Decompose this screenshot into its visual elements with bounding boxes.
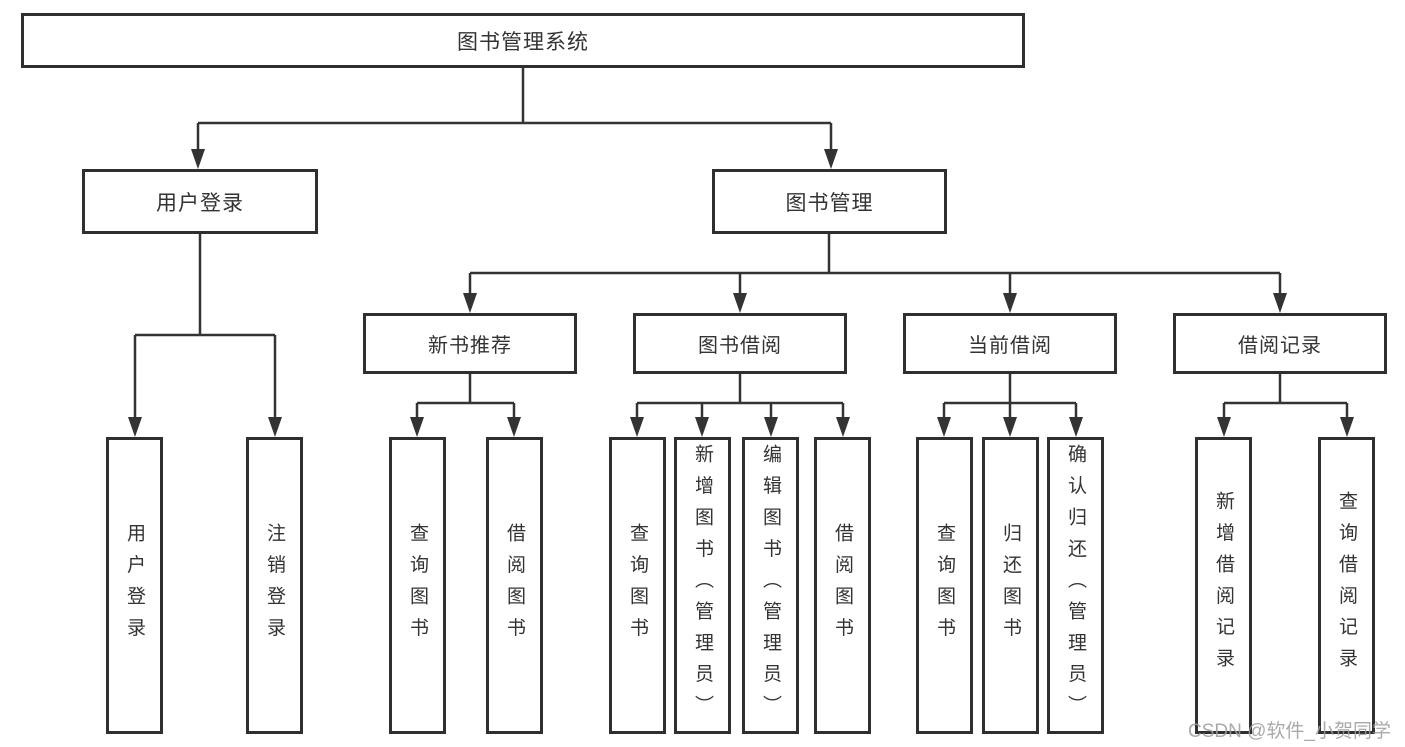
leaf-query-books-borrowing: 查询图书 bbox=[609, 437, 666, 734]
node-borrow-records-label: 借阅记录 bbox=[1238, 335, 1322, 357]
node-current-borrowing: 当前借阅 bbox=[903, 313, 1117, 374]
leaf-query-books-borrowing-label: 查询图书 bbox=[627, 522, 648, 649]
leaf-confirm-return-admin: 确认归还（管理员） bbox=[1047, 437, 1104, 734]
leaf-edit-books-admin-label: 编辑图书（管理员） bbox=[760, 444, 781, 727]
leaf-add-books-admin-label: 新增图书（管理员） bbox=[692, 444, 713, 727]
leaf-query-borrow-record-label: 查询借阅记录 bbox=[1336, 491, 1357, 680]
leaf-add-books-admin: 新增图书（管理员） bbox=[674, 437, 731, 734]
node-borrow-records: 借阅记录 bbox=[1173, 313, 1387, 374]
leaf-logout-login: 注销登录 bbox=[246, 437, 303, 734]
csdn-watermark: CSDN @软件_小贺同学 bbox=[1188, 721, 1391, 742]
node-book-management-label: 图书管理 bbox=[785, 191, 874, 215]
leaf-logout-login-label: 注销登录 bbox=[264, 522, 285, 649]
node-user-login: 用户登录 bbox=[82, 169, 318, 234]
leaf-add-borrow-record: 新增借阅记录 bbox=[1195, 437, 1252, 734]
leaf-confirm-return-admin-label: 确认归还（管理员） bbox=[1065, 444, 1086, 727]
leaf-user-login-label: 用户登录 bbox=[124, 522, 145, 649]
node-new-book-recommend-label: 新书推荐 bbox=[428, 335, 512, 357]
node-book-borrowing-label: 图书借阅 bbox=[698, 335, 782, 357]
leaf-query-books-current: 查询图书 bbox=[916, 437, 973, 734]
node-current-borrowing-label: 当前借阅 bbox=[968, 335, 1052, 357]
node-new-book-recommend: 新书推荐 bbox=[363, 313, 577, 374]
leaf-query-borrow-record: 查询借阅记录 bbox=[1318, 437, 1375, 734]
leaf-borrow-books-borrowing: 借阅图书 bbox=[814, 437, 871, 734]
leaf-borrow-books-recommend: 借阅图书 bbox=[486, 437, 543, 734]
leaf-query-books-recommend: 查询图书 bbox=[389, 437, 446, 734]
node-root: 图书管理系统 bbox=[21, 13, 1025, 68]
node-book-management: 图书管理 bbox=[712, 169, 947, 234]
leaf-user-login: 用户登录 bbox=[106, 437, 163, 734]
leaf-add-borrow-record-label: 新增借阅记录 bbox=[1213, 491, 1234, 680]
leaf-edit-books-admin: 编辑图书（管理员） bbox=[742, 437, 799, 734]
node-user-login-label: 用户登录 bbox=[156, 191, 244, 215]
leaf-borrow-books-recommend-label: 借阅图书 bbox=[504, 522, 525, 649]
leaf-return-books: 归还图书 bbox=[982, 437, 1039, 734]
leaf-query-books-recommend-label: 查询图书 bbox=[407, 522, 428, 649]
node-root-label: 图书管理系统 bbox=[457, 30, 589, 54]
leaf-return-books-label: 归还图书 bbox=[1000, 522, 1021, 649]
leaf-query-books-current-label: 查询图书 bbox=[934, 522, 955, 649]
node-book-borrowing: 图书借阅 bbox=[633, 313, 847, 374]
leaf-borrow-books-borrowing-label: 借阅图书 bbox=[832, 522, 853, 649]
